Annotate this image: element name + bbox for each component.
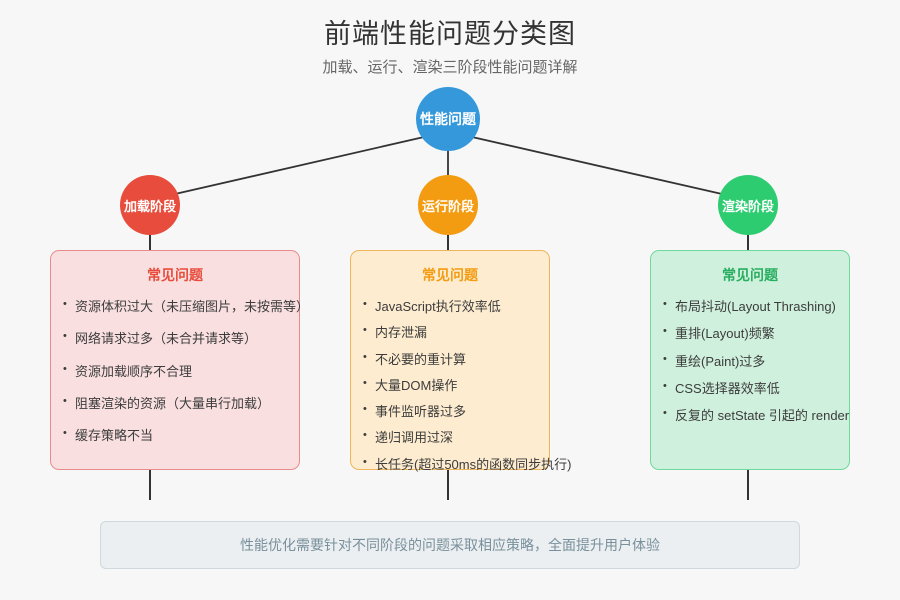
connector-root-to-render — [471, 136, 723, 195]
list-item: 事件监听器过多 — [363, 403, 537, 420]
list-item: 阻塞渲染的资源（大量串行加载） — [63, 395, 287, 412]
list-item: CSS选择器效率低 — [663, 380, 837, 397]
card-run-list: JavaScript执行效率低内存泄漏不必要的重计算大量DOM操作事件监听器过多… — [363, 298, 571, 473]
list-item: 递归调用过深 — [363, 429, 537, 446]
list-item: 资源加载顺序不合理 — [63, 362, 287, 380]
page-title: 前端性能问题分类图 — [324, 19, 576, 49]
node-load-stage-label: 加载阶段 — [123, 198, 176, 214]
node-run-stage-label: 运行阶段 — [421, 198, 474, 214]
list-item: 重绘(Paint)过多 — [663, 352, 837, 370]
connector-root-to-load — [174, 136, 425, 195]
list-item: 长任务(超过50ms的函数同步执行) — [363, 455, 571, 473]
list-item: 网络请求过多（未合并请求等） — [63, 330, 287, 347]
card-run-title: 常见问题 — [422, 267, 478, 283]
footer-text: 性能优化需要针对不同阶段的问题采取相应策略，全面提升用户体验 — [240, 537, 660, 553]
node-render-stage[interactable]: 渲染阶段 — [718, 175, 778, 235]
list-item: 缓存策略不当 — [63, 427, 287, 444]
card-render-list: 布局抖动(Layout Thrashing) 重排(Layout)频繁重绘(Pai… — [663, 298, 849, 424]
list-item: 大量DOM操作 — [363, 377, 537, 394]
node-performance-issue-label: 性能问题 — [420, 111, 476, 127]
list-item: 不必要的重计算 — [363, 350, 537, 368]
list-item: 反复的 setState 引起的 render — [663, 407, 849, 424]
list-item: JavaScript执行效率低 — [363, 298, 537, 315]
card-render-stage-issues: 常见问题 布局抖动(Layout Thrashing) 重排(Layout)频繁重… — [650, 250, 850, 470]
card-run-stage-issues: 常见问题 JavaScript执行效率低内存泄漏不必要的重计算大量DOM操作事件… — [350, 250, 571, 473]
card-load-list: 资源体积过大（未压缩图片，未按需等） 网络请求过多（未合并请求等） 资源加载顺序不合… — [63, 298, 309, 444]
card-load-title: 常见问题 — [147, 267, 203, 283]
node-load-stage[interactable]: 加载阶段 — [120, 175, 180, 235]
footer-banner: 性能优化需要针对不同阶段的问题采取相应策略，全面提升用户体验 — [100, 521, 800, 569]
node-run-stage[interactable]: 运行阶段 — [418, 175, 478, 235]
card-load-stage-issues: 常见问题 资源体积过大（未压缩图片，未按需等） 网络请求过多（未合并请求等） 资源加… — [50, 250, 309, 470]
list-item: 内存泄漏 — [363, 324, 537, 341]
node-render-stage-label: 渲染阶段 — [721, 198, 774, 214]
page-subtitle: 加载、运行、渲染三阶段性能问题详解 — [322, 59, 578, 76]
list-item: 资源体积过大（未压缩图片，未按需等） — [63, 298, 309, 315]
list-item: 重排(Layout)频繁 — [663, 325, 837, 342]
card-render-title: 常见问题 — [722, 267, 778, 283]
list-item: 布局抖动(Layout Thrashing) — [663, 298, 837, 315]
node-performance-issue[interactable]: 性能问题 — [416, 87, 480, 151]
